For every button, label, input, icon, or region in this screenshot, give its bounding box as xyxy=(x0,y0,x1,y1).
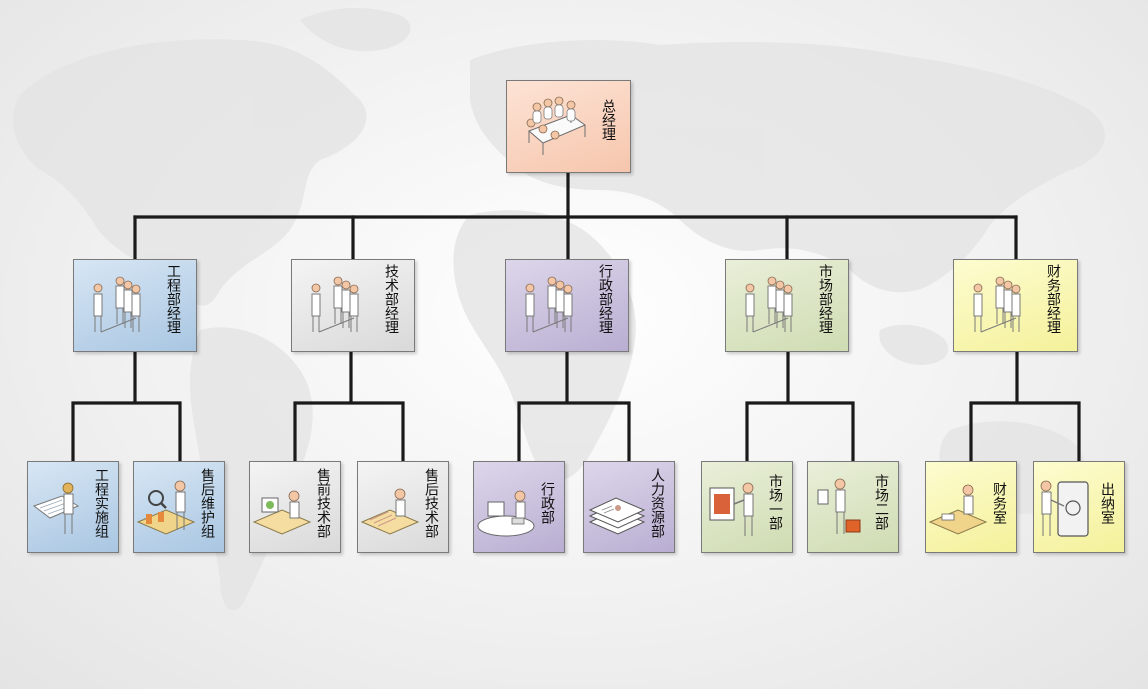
node-label: 总经理 xyxy=(600,99,616,141)
node-label: 售后技术部 xyxy=(423,468,439,538)
team-icon xyxy=(311,276,359,333)
node-label: 技术部经理 xyxy=(383,264,399,334)
node-finance-room[interactable]: 财务室 xyxy=(925,461,1017,553)
desk-worker-icon xyxy=(252,490,312,535)
accountant-icon xyxy=(928,484,988,535)
node-label: 售前技术部 xyxy=(315,468,331,538)
inspector-icon xyxy=(136,480,196,535)
connector-eng-branch xyxy=(71,350,182,463)
connector-tech-branch xyxy=(293,350,405,463)
node-marketing-manager[interactable]: 市场部经理 xyxy=(725,259,849,352)
node-engineering-manager[interactable]: 工程部经理 xyxy=(73,259,197,352)
node-after-sales-tech-dept[interactable]: 售后技术部 xyxy=(357,461,449,553)
node-technical-manager[interactable]: 技术部经理 xyxy=(291,259,415,352)
node-finance-manager[interactable]: 财务部经理 xyxy=(953,259,1078,352)
team-icon xyxy=(93,276,141,333)
node-engineering-implementation-group[interactable]: 工程实施组 xyxy=(27,461,119,553)
team-icon xyxy=(745,276,793,333)
node-after-sales-maintenance-group[interactable]: 售后维护组 xyxy=(133,461,225,553)
presenter-icon xyxy=(709,482,754,536)
node-marketing-dept-1[interactable]: 市场一部 xyxy=(701,461,793,553)
team-icon xyxy=(525,276,573,333)
node-admin-manager[interactable]: 行政部经理 xyxy=(505,259,629,352)
connector-fin-branch xyxy=(969,350,1081,463)
node-admin-dept[interactable]: 行政部 xyxy=(473,461,565,553)
node-label: 工程部经理 xyxy=(165,264,181,334)
desk-worker-icon xyxy=(360,488,420,535)
node-label: 工程实施组 xyxy=(93,468,109,538)
node-label: 售后维护组 xyxy=(199,468,215,538)
team-icon xyxy=(973,276,1021,333)
node-marketing-dept-2[interactable]: 市场二部 xyxy=(807,461,899,553)
node-pre-sales-tech-dept[interactable]: 售前技术部 xyxy=(249,461,341,553)
node-label: 行政部 xyxy=(539,482,555,524)
salesman-icon xyxy=(817,478,861,534)
meeting-table-icon xyxy=(526,96,587,155)
node-label: 市场一部 xyxy=(767,474,783,530)
connector-admin-branch xyxy=(517,350,631,463)
blueprint-worker-icon xyxy=(32,482,80,534)
documents-icon xyxy=(588,497,646,535)
node-human-resources-dept[interactable]: 人力资源部 xyxy=(583,461,675,553)
node-label: 市场二部 xyxy=(873,474,889,530)
connector-mkt-branch xyxy=(745,350,855,463)
node-cashier-room[interactable]: 出纳室 xyxy=(1033,461,1125,553)
node-general-manager[interactable]: 总经理 xyxy=(506,80,631,173)
node-label: 财务部经理 xyxy=(1045,264,1061,334)
node-label: 人力资源部 xyxy=(649,468,665,538)
node-label: 市场部经理 xyxy=(817,264,833,334)
node-label: 行政部经理 xyxy=(597,264,613,334)
node-label: 财务室 xyxy=(991,482,1007,524)
safe-icon xyxy=(1040,480,1089,537)
computer-desk-icon xyxy=(477,490,535,537)
node-label: 出纳室 xyxy=(1099,482,1115,524)
